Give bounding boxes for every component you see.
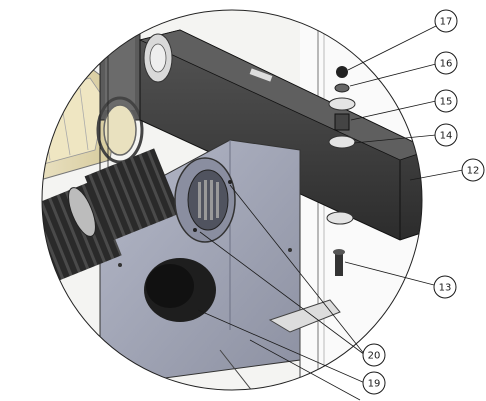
svg-text:14: 14 [440, 131, 453, 142]
vent-grille [174, 157, 236, 243]
duct-outlet [144, 258, 216, 322]
detail-circle-outline [41, 9, 423, 391]
callout-17: 17 [434, 9, 458, 33]
callout-19: 19 [362, 371, 386, 395]
svg-text:15: 15 [440, 97, 453, 108]
callout-14: 14 [434, 123, 458, 147]
svg-text:19: 19 [368, 379, 381, 390]
callout-13: 13 [433, 275, 457, 299]
svg-text:17: 17 [440, 17, 453, 28]
callout-20: 20 [362, 343, 386, 367]
svg-text:16: 16 [440, 59, 453, 70]
svg-text:20: 20 [368, 351, 381, 362]
callout-12: 12 [461, 158, 485, 182]
svg-text:12: 12 [467, 166, 480, 177]
callout-15: 15 [434, 89, 458, 113]
leader-lines [197, 25, 464, 401]
hardware-stack [326, 66, 356, 276]
beam [138, 29, 422, 241]
svg-text:13: 13 [439, 283, 452, 294]
light-fixture [42, 59, 121, 181]
flexible-duct [42, 148, 181, 289]
callout-16: 16 [434, 51, 458, 75]
